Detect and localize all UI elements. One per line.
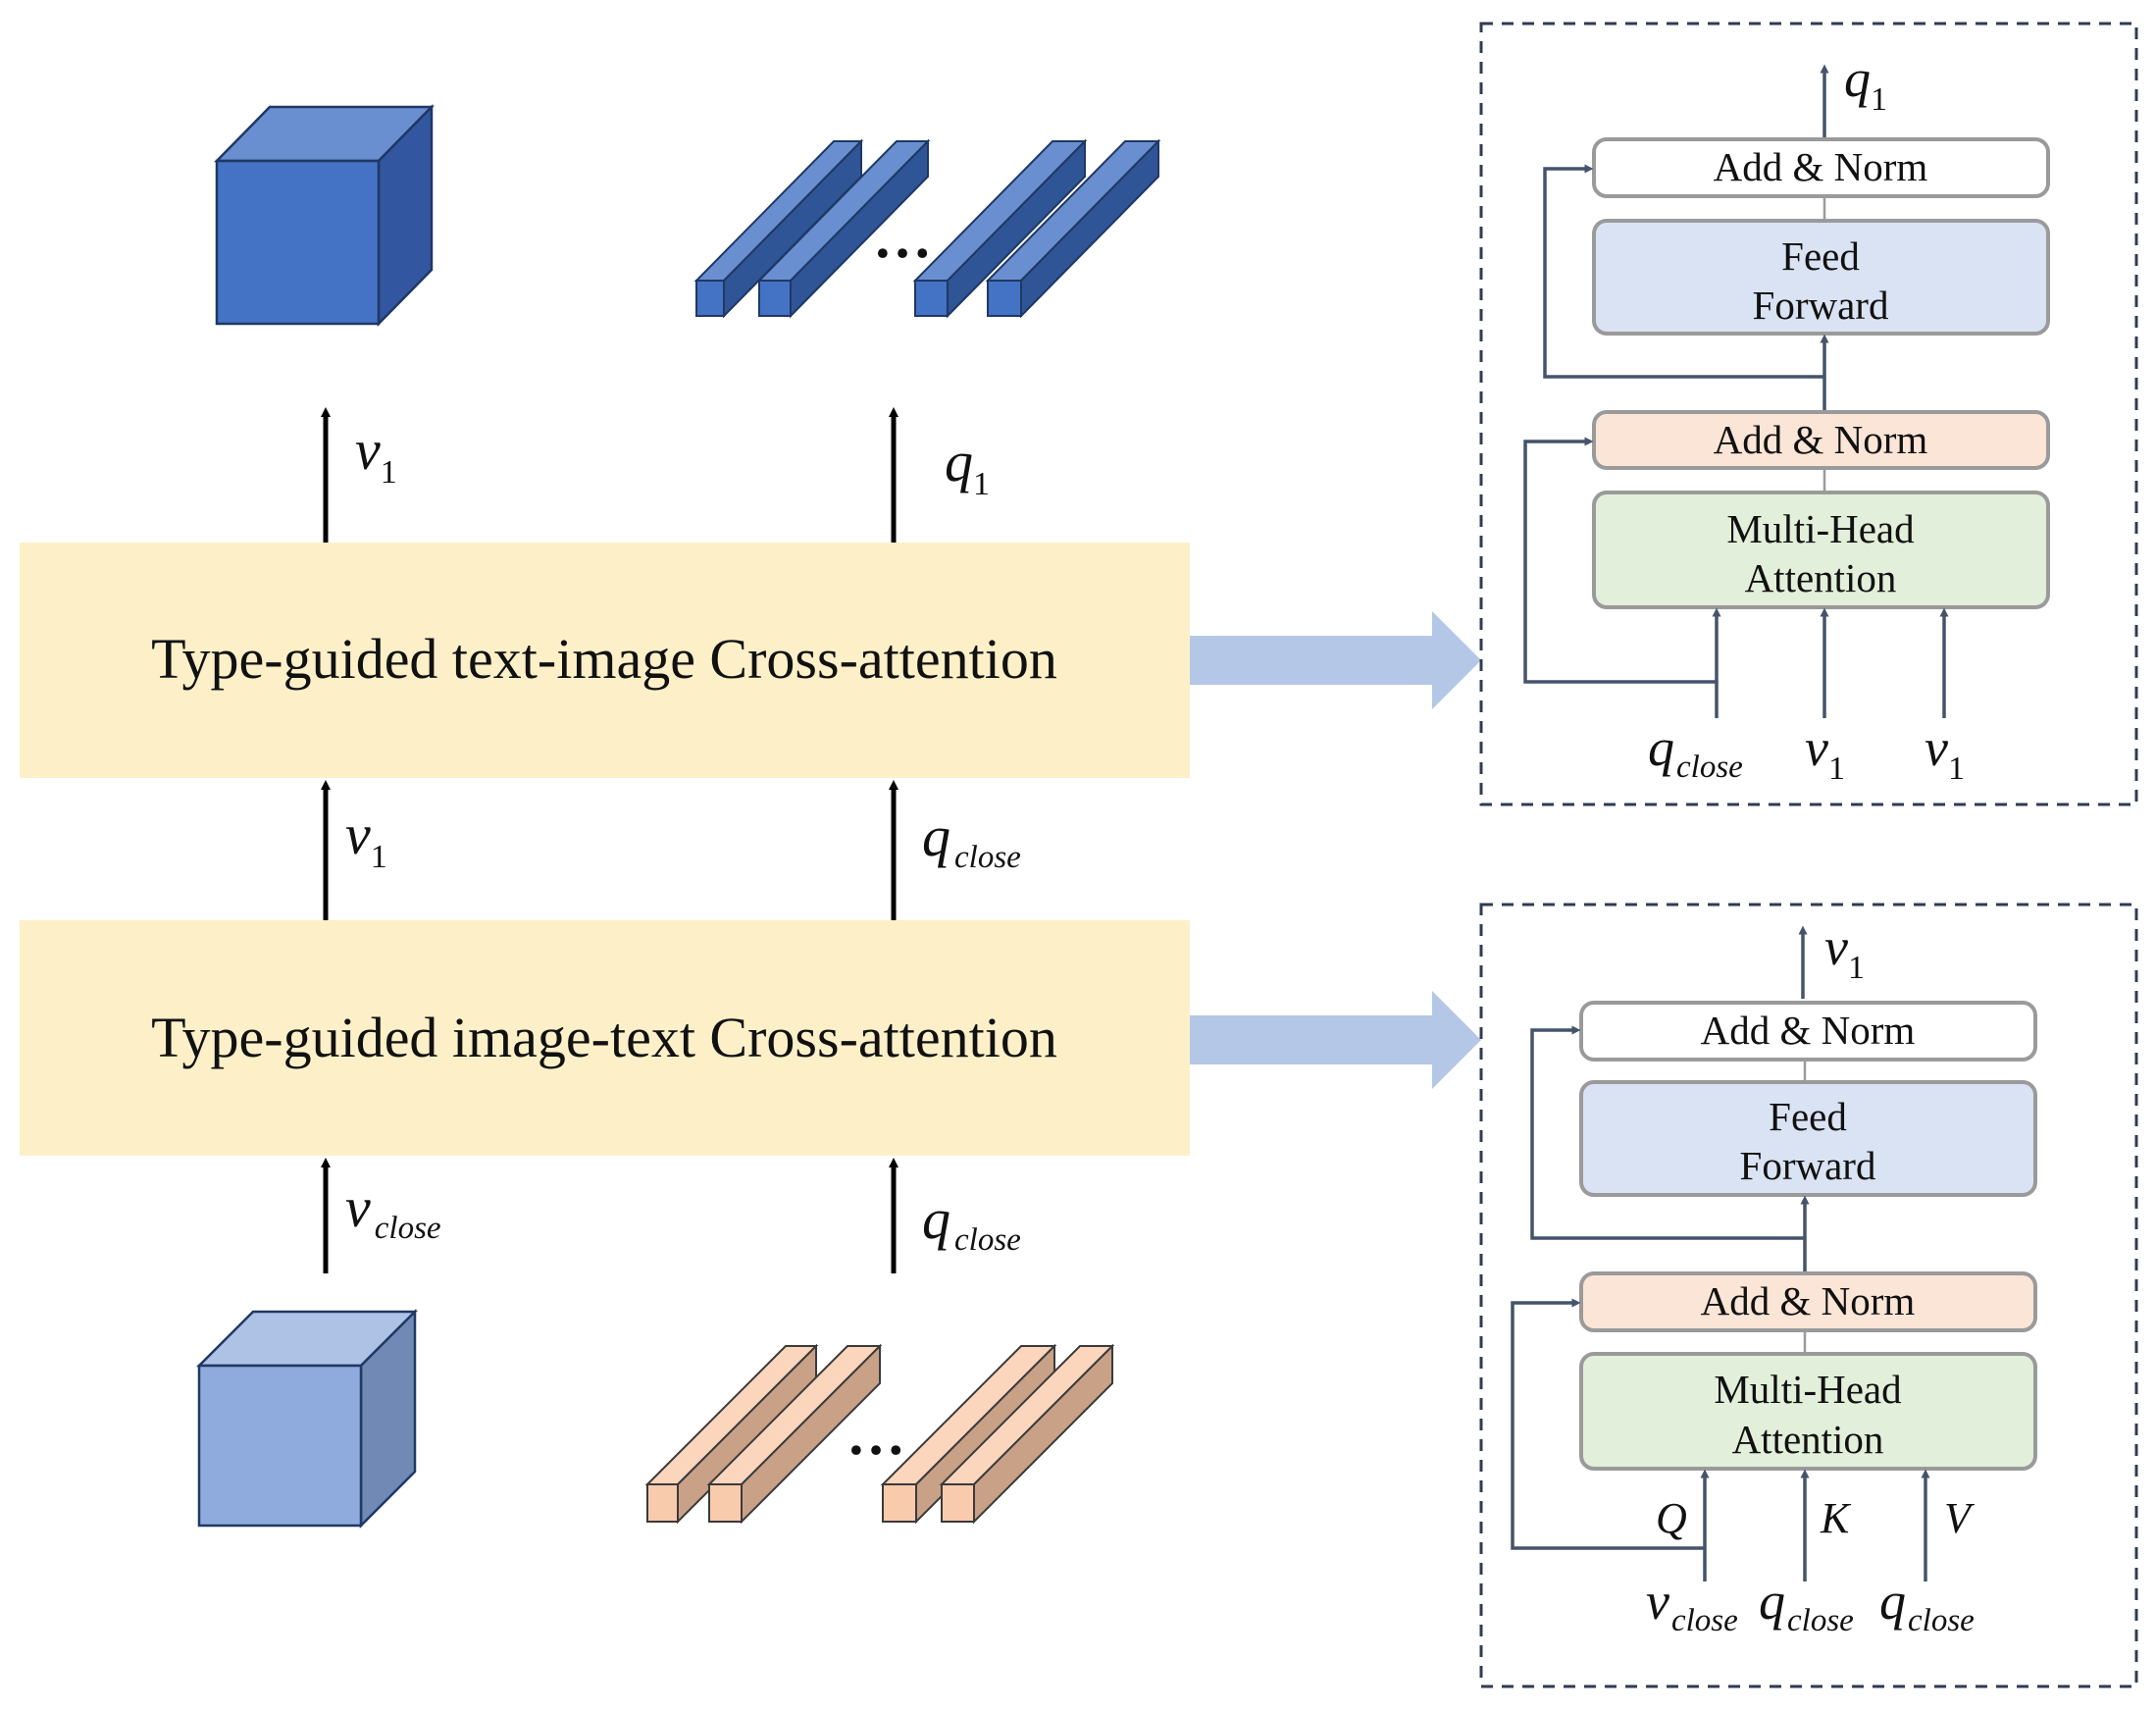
add-norm-2-label: Add & Norm	[1714, 144, 1928, 189]
input-v1-b: v1	[1925, 718, 1965, 787]
attention-label-2: Attention	[1732, 1417, 1884, 1462]
transformer-panel-image-text: v1 Add & Norm Feed Forward Add & Norm Mu…	[1479, 903, 2138, 1688]
expand-arrow-top	[1190, 611, 1481, 709]
feed-forward-label-2: Forward	[1753, 283, 1889, 328]
image-feature-cube-output	[214, 103, 435, 328]
multi-head-attention	[1592, 491, 2050, 609]
residual-feed-forward	[1530, 1025, 1805, 1240]
feed-forward-label-1: Feed	[1781, 233, 1860, 279]
input-qclose-a: qclose	[1759, 1572, 1854, 1638]
port-q: Q	[1656, 1494, 1687, 1542]
residual-feed-forward	[1543, 164, 1824, 379]
bar	[693, 138, 864, 319]
bar	[756, 138, 931, 319]
add-norm-1-label: Add & Norm	[1714, 417, 1928, 462]
add-norm-2-label: Add & Norm	[1701, 1008, 1916, 1053]
attention-label-1: Multi-Head	[1714, 1367, 1901, 1412]
image-feature-cube-input	[195, 1308, 419, 1529]
feed-forward-label-1: Feed	[1769, 1094, 1847, 1139]
residual-attention	[1523, 437, 1717, 684]
label-v1-middle: v1	[345, 803, 387, 875]
port-k: K	[1820, 1494, 1852, 1542]
bar	[912, 138, 1088, 319]
bar	[706, 1343, 883, 1525]
input-qclose-b: qclose	[1879, 1572, 1975, 1638]
port-v: V	[1944, 1494, 1976, 1542]
text-image-cross-attention-block	[20, 543, 1190, 778]
input-vclose: vclose	[1646, 1572, 1738, 1638]
label-q1-top: q1	[945, 430, 990, 502]
residual-attention	[1511, 1298, 1705, 1550]
add-norm-2	[1592, 137, 2050, 198]
text-image-cross-attention-label: Type-guided text-image Cross-attention	[151, 627, 1057, 691]
text-feature-bars-output: …	[693, 138, 1161, 319]
attention-label-2: Attention	[1745, 555, 1897, 600]
add-norm-1	[1579, 1271, 2037, 1332]
expand-arrow-bottom	[1190, 991, 1481, 1089]
transformer-panel-text-image: q1 Add & Norm Feed Forward Add & Norm Mu…	[1479, 22, 2138, 806]
feed-forward	[1579, 1080, 2037, 1197]
add-norm-1-label: Add & Norm	[1701, 1278, 1916, 1323]
add-norm-2	[1579, 1001, 2037, 1062]
label-v1-top: v1	[355, 418, 397, 491]
image-text-cross-attention-label: Type-guided image-text Cross-attention	[151, 1006, 1057, 1069]
multi-head-attention	[1579, 1352, 2037, 1471]
feed-forward-label-2: Forward	[1740, 1143, 1876, 1188]
attention-label-1: Multi-Head	[1726, 506, 1914, 551]
label-output-v1: v1	[1824, 917, 1865, 986]
bar	[985, 138, 1161, 319]
panel-border	[1479, 903, 2138, 1688]
ellipsis: …	[847, 1402, 905, 1467]
add-norm-1	[1592, 410, 2050, 470]
panel-border	[1479, 22, 2138, 806]
feed-forward	[1592, 219, 2050, 336]
text-feature-bars-input: …	[644, 1343, 1115, 1525]
ellipsis: …	[873, 205, 932, 270]
image-text-cross-attention-block	[20, 920, 1190, 1156]
input-qclose: qclose	[1648, 718, 1743, 785]
label-output-q1: q1	[1844, 49, 1887, 118]
bar	[939, 1343, 1115, 1525]
input-v1-a: v1	[1805, 718, 1845, 787]
